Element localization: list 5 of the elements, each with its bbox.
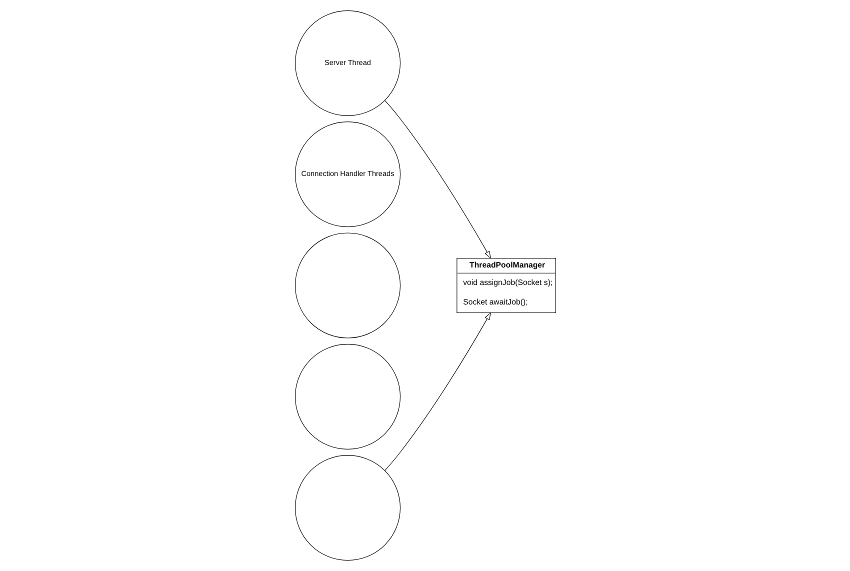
arrow: [384, 100, 491, 259]
node-circle: [294, 455, 400, 561]
arrow: [384, 312, 491, 471]
node-circle: [294, 344, 400, 450]
node-circle: [294, 232, 400, 338]
